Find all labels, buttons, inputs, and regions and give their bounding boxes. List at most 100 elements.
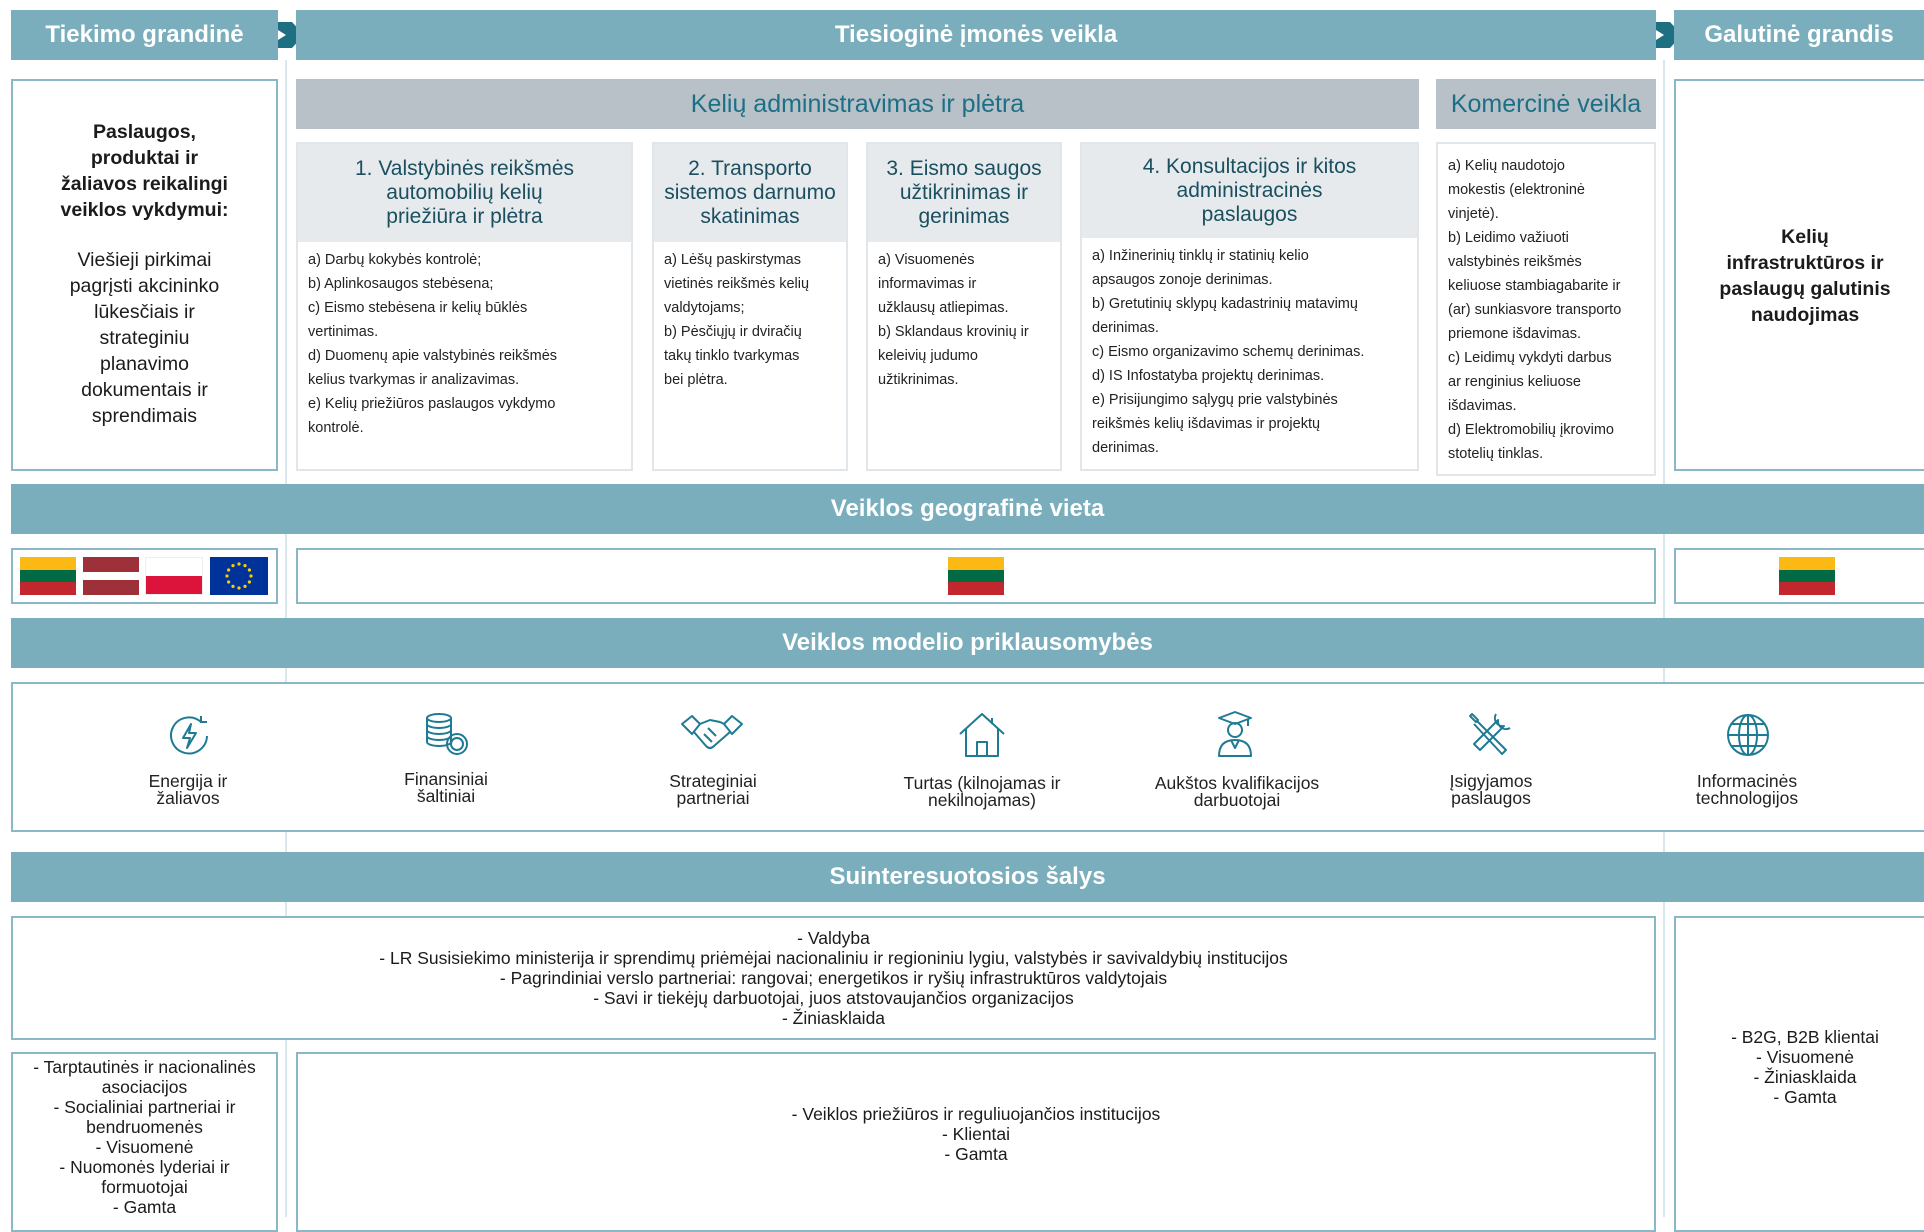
column-item-line: e) Kelių priežiūros paslaugos vykdymo <box>308 396 556 412</box>
dependency-label: Finansiniai šaltiniai <box>366 769 526 805</box>
supply-heading-line: žaliavos reikalingi <box>61 173 228 195</box>
stakeholder-line: - LR Susisiekimo ministerija ir sprendim… <box>379 948 1288 968</box>
column-item-line: c) Leidimų vykdyti darbus <box>1448 350 1612 366</box>
stakeholders-direct-box: - Veiklos priežiūros ir reguliuojančios … <box>296 1052 1656 1232</box>
dependencies-title: Veiklos modelio priklausomybės <box>782 629 1153 656</box>
dependency-label-line: Finansiniai <box>404 769 488 789</box>
supply-text-line: planavimo <box>100 353 189 375</box>
final-text-line: Kelių <box>1781 226 1829 248</box>
supply-heading-line: veiklos vykdymui: <box>60 199 229 221</box>
column-item-line: b) Aplinkosaugos stebėsena; <box>308 276 494 292</box>
dependency-label-line: Strateginiai <box>669 771 757 791</box>
column-item-line: vertinimas. <box>308 324 379 340</box>
geography-title: Veiklos geografinė vieta <box>830 495 1105 522</box>
column-item-line: takų tinklo tvarkymas <box>664 348 800 364</box>
geography-band: Veiklos geografinė vieta <box>11 484 1924 534</box>
column-item-line: mokestis (elektroninė <box>1448 182 1585 198</box>
column-item-line: vinjetė). <box>1448 206 1499 222</box>
stakeholders-main-box: - Valdyba - LR Susisiekimo ministerija i… <box>11 916 1656 1040</box>
supply-heading-line: Paslaugos, <box>93 121 196 143</box>
stakeholder-line: - Savi ir tiekėjų darbuotojai, juos atst… <box>593 988 1074 1008</box>
lithuania-flag <box>20 557 76 595</box>
dependency-label-line: Aukštos kvalifikacijos <box>1154 773 1320 793</box>
dependency-label: Turtas (kilnojamas ir nekilnojamas) <box>882 774 1082 809</box>
column-title-line: administracinės <box>1176 179 1323 202</box>
column-item-line: c) Eismo organizavimo schemų derinimas. <box>1092 344 1365 360</box>
column-item-line: bei plėtra. <box>664 372 728 388</box>
supply-description: Viešieji pirkimai pagrįsti akcininko lūk… <box>13 247 276 429</box>
header-supply-chain: Tiekimo grandinė <box>11 10 278 60</box>
header-supply-chain-label: Tiekimo grandinė <box>45 21 244 48</box>
lithuania-flag <box>1779 557 1835 595</box>
column-item-line: valstybinės reikšmės <box>1448 254 1582 270</box>
column-item-line: derinimas. <box>1092 440 1159 456</box>
stakeholder-line: - Gamta <box>1773 1087 1837 1107</box>
admin-development-label: Kelių administravimas ir plėtra <box>690 89 1025 118</box>
column-item-line: užtikrinimas. <box>878 372 959 388</box>
column-item-line: d) Duomenų apie valstybinės reikšmės <box>308 348 558 364</box>
dependency-label-line: Informacinės <box>1696 771 1798 791</box>
column-item-line: kontrolė. <box>308 420 364 436</box>
stakeholders-main-list: - Valdyba - LR Susisiekimo ministerija i… <box>13 918 1654 1028</box>
commercial-label: Komercinė veikla <box>1450 89 1642 118</box>
final-text-line: naudojimas <box>1750 304 1860 326</box>
stakeholder-line: - Valdyba <box>797 928 870 948</box>
column-title-line: automobilių kelių <box>386 181 543 204</box>
dependency-label-line: darbuotojai <box>1193 790 1281 810</box>
activity-column-title: 4. Konsultacijos ir kitos administracinė… <box>1082 144 1417 238</box>
header-direct-activity-label: Tiesioginė įmonės veikla <box>834 21 1118 48</box>
column-item-line: b) Gretutinių sklypų kadastrinių matavim… <box>1092 296 1358 312</box>
supply-text-line: Viešieji pirkimai <box>77 249 212 271</box>
commercial-header: Komercinė veikla <box>1436 79 1656 129</box>
stakeholder-line: - Žiniasklaida <box>1753 1067 1857 1087</box>
eu-flag <box>210 557 268 595</box>
column-item-line: d) Elektromobilių įkrovimo <box>1448 422 1614 438</box>
column-item-line: keleivių judumo <box>878 348 978 364</box>
stakeholder-line: bendruomenės <box>86 1117 203 1137</box>
supply-text-line: pagrįsti akcininko <box>69 275 220 297</box>
dependency-label-line: žaliavos <box>156 788 220 808</box>
supply-text-line: strateginiu <box>99 327 190 349</box>
dependency-label: Strateginiai partneriai <box>633 771 793 807</box>
column-item-line: stotelių tinklas. <box>1448 446 1544 462</box>
activity-column-items: a) Visuomenės informavimas ir užklausų a… <box>868 242 1060 398</box>
stakeholder-line: - Veiklos priežiūros ir reguliuojančios … <box>791 1104 1161 1124</box>
stakeholders-direct-list: - Veiklos priežiūros ir reguliuojančios … <box>298 1054 1654 1164</box>
stakeholder-line: formuotojai <box>101 1177 188 1197</box>
activity-column-2: 2. Transporto sistemos darnumo skatinima… <box>652 142 848 471</box>
stakeholder-line: - Tarptautinės ir nacionalinės <box>33 1057 256 1077</box>
column-item-line: a) Kelių naudotojo <box>1448 158 1565 174</box>
latvia-flag <box>83 557 139 595</box>
supply-requirements-heading: Paslaugos, produktai ir žaliavos reikali… <box>13 119 276 223</box>
header-final-link: Galutinė grandis <box>1674 10 1924 60</box>
header-direct-activity: Tiesioginė įmonės veikla <box>296 10 1656 60</box>
poland-flag <box>145 557 203 595</box>
stakeholders-title: Suinteresuotosios šalys <box>829 863 1106 890</box>
lithuania-flag <box>948 557 1004 595</box>
stakeholders-final-box: - B2G, B2B klientai - Visuomenė - Žinias… <box>1674 916 1924 1232</box>
dependency-label: Aukštos kvalifikacijos darbuotojai <box>1127 773 1347 810</box>
stakeholder-line: - Klientai <box>941 1124 1011 1144</box>
column-item-line: informavimas ir <box>878 276 977 292</box>
column-title-line: 1. Valstybinės reikšmės <box>354 157 575 180</box>
dependency-label: Įsigyjamos paslaugos <box>1411 772 1571 807</box>
final-text-line: paslaugų galutinis <box>1719 278 1891 300</box>
column-item-line: (ar) sunkiasvore transporto <box>1448 302 1622 318</box>
column-title-line: 3. Eismo saugos <box>886 157 1042 180</box>
globe-icon <box>1727 714 1769 756</box>
activity-column-title: 3. Eismo saugos užtikrinimas ir gerinima… <box>868 144 1060 242</box>
activity-column-items: a) Inžinerinių tinklų ir statinių kelio … <box>1082 238 1417 466</box>
supply-text-line: lūkesčiais ir <box>94 301 195 323</box>
column-title-line: 4. Konsultacijos ir kitos <box>1142 155 1357 178</box>
stakeholder-line: - Gamta <box>112 1197 177 1217</box>
column-title-line: priežiūra ir plėtra <box>386 205 543 228</box>
column-item-line: ar renginius keliuose <box>1448 374 1581 390</box>
tools-icon <box>1469 713 1511 755</box>
commercial-items: a) Kelių naudotojo mokestis (elektroninė… <box>1438 144 1654 472</box>
column-item-line: apsaugos zonoje derinimas. <box>1092 272 1273 288</box>
column-title-line: sistemos darnumo <box>664 181 836 204</box>
dependency-label: Energija ir žaliavos <box>108 772 268 808</box>
coins-icon <box>426 713 468 755</box>
column-item-line: e) Prisijungimo sąlygų prie valstybinės <box>1092 392 1338 408</box>
final-usage-text: Kelių infrastruktūros ir paslaugų galuti… <box>1676 224 1924 328</box>
